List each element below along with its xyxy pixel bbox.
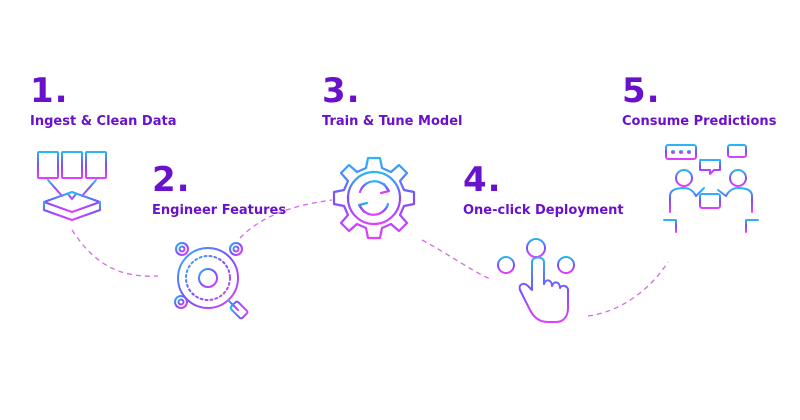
connector-lines xyxy=(71,199,669,317)
documents-to-tray-icon xyxy=(37,151,107,221)
connector-4-5 xyxy=(587,261,669,317)
connector-3-4 xyxy=(421,239,493,281)
people-meeting-icon xyxy=(663,144,759,233)
step-2-label: Engineer Features xyxy=(152,203,287,218)
magnifier-gears-icon xyxy=(174,242,249,320)
step-5-number: 5. xyxy=(622,71,661,111)
step-3-number: 3. xyxy=(322,71,361,111)
step-2-number: 2. xyxy=(152,160,191,200)
step-1-label: Ingest & Clean Data xyxy=(30,114,177,129)
connector-2-3 xyxy=(239,199,333,239)
connector-1-2 xyxy=(71,229,159,277)
step-5-label: Consume Predictions xyxy=(622,114,777,129)
step-4-number: 4. xyxy=(463,160,502,200)
step-1-number: 1. xyxy=(30,71,69,111)
hand-touch-icon xyxy=(497,238,575,323)
step-3-label: Train & Tune Model xyxy=(322,114,463,129)
gear-cycle-icon xyxy=(332,156,416,240)
step-4-label: One-click Deployment xyxy=(463,203,624,218)
